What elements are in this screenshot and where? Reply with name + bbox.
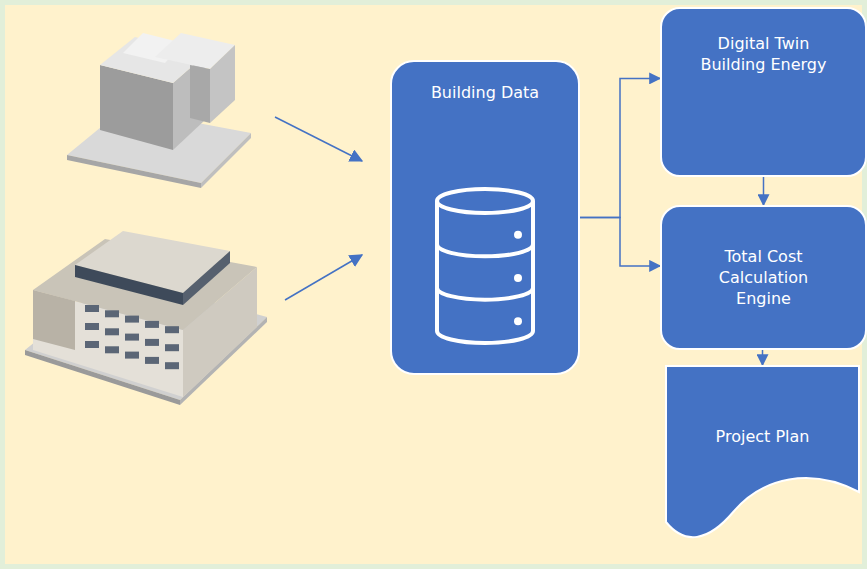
window	[125, 352, 139, 359]
database-icon	[392, 62, 578, 373]
node-label: Total Cost Calculation Engine	[694, 246, 834, 309]
window	[145, 357, 159, 364]
node-label: Building Data	[431, 82, 539, 103]
document-shape: Project Plan	[665, 365, 860, 547]
flow-arrow	[762, 350, 764, 365]
window	[165, 362, 179, 369]
document-outline	[665, 365, 860, 547]
window	[145, 321, 159, 328]
input-arrow	[285, 255, 362, 300]
flow-arrow	[763, 177, 765, 205]
window	[145, 339, 159, 346]
window	[165, 326, 179, 333]
window-rows	[85, 305, 179, 369]
input-arrow	[275, 117, 362, 161]
node-label: Digital Twin Building Energy	[694, 33, 834, 75]
office-building	[25, 231, 267, 405]
window	[165, 344, 179, 351]
small-building	[67, 33, 251, 188]
window	[85, 305, 99, 312]
flow-arrow	[580, 218, 660, 266]
window	[85, 323, 99, 330]
window	[125, 334, 139, 341]
window	[85, 341, 99, 348]
process-box: Total Cost Calculation Engine	[660, 205, 867, 350]
flow-arrow	[580, 78, 660, 217]
window	[105, 310, 119, 317]
node-label: Project Plan	[716, 426, 810, 447]
process-box: Digital Twin Building Energy	[660, 7, 867, 177]
window	[105, 328, 119, 335]
window	[105, 346, 119, 353]
window	[125, 316, 139, 323]
data-store: Building Data	[390, 60, 580, 375]
